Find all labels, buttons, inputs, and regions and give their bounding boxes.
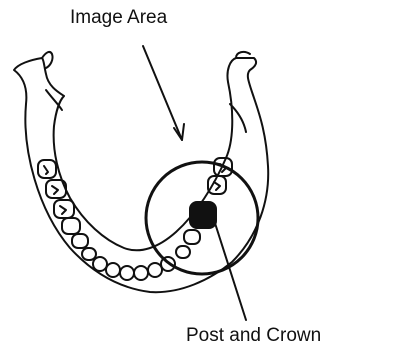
post-and-crown-label: Post and Crown (186, 326, 321, 345)
left-teeth (38, 160, 175, 280)
tooth (148, 263, 162, 277)
tooth (184, 230, 200, 244)
tooth (62, 218, 80, 234)
tooth (134, 266, 148, 280)
tooth-fissure (52, 186, 58, 194)
tooth (72, 234, 88, 248)
tooth (120, 266, 134, 280)
tooth (176, 246, 190, 258)
tooth (106, 263, 120, 277)
tooth (82, 248, 96, 260)
tooth-fissure (44, 166, 48, 174)
tooth-fissure (214, 182, 220, 190)
post-and-crown-tooth (190, 202, 216, 228)
tooth-fissure (60, 206, 66, 214)
tooth (93, 257, 107, 271)
image-area-label: Image Area (70, 8, 167, 27)
image-area-leader (143, 46, 182, 140)
